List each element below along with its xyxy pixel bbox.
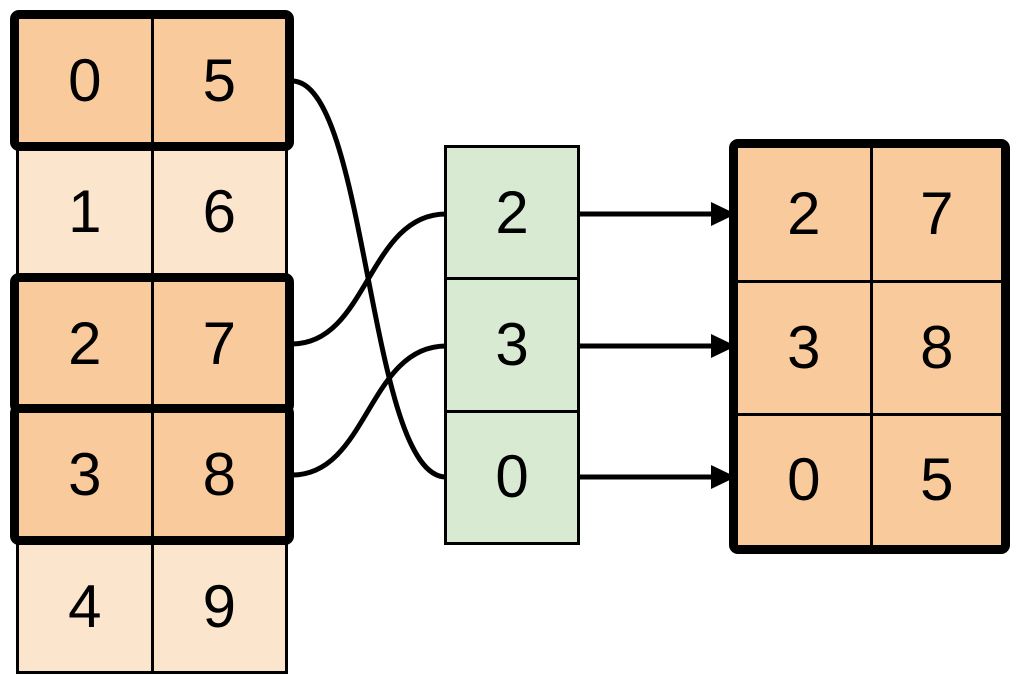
curve-source-row2-to-index-2 — [291, 211, 447, 347]
index-table: 2 3 0 — [444, 145, 580, 545]
source-cell: 5 — [150, 19, 286, 142]
source-row-0-5: 0 5 — [10, 10, 294, 151]
arrow-index2-to-result-row0 — [578, 202, 736, 226]
result-table: 2 7 3 8 0 5 — [729, 139, 1010, 554]
result-cell: 2 — [787, 180, 821, 248]
index-cell: 0 — [447, 409, 577, 542]
source-cell: 1 — [68, 178, 102, 245]
source-cell: 2 — [68, 309, 102, 377]
curve-source-row0-to-index-0 — [291, 78, 447, 480]
source-cell: 3 — [68, 440, 102, 508]
source-row-4-9: 4 9 — [16, 540, 288, 674]
source-cell: 7 — [150, 282, 286, 405]
curve-source-row3-to-index-3 — [291, 343, 447, 478]
result-cell: 5 — [869, 412, 1001, 545]
arrow-index0-to-result-row2 — [578, 465, 736, 489]
source-row-2-7: 2 7 — [10, 273, 294, 414]
result-cell: 0 — [738, 412, 870, 545]
index-cell: 3 — [447, 277, 577, 409]
source-row-3-8: 3 8 — [10, 404, 294, 545]
source-cell: 4 — [68, 573, 102, 640]
index-cell: 2 — [495, 178, 529, 246]
source-cell: 6 — [150, 148, 286, 276]
source-cell: 8 — [150, 413, 286, 536]
source-cell: 9 — [150, 543, 286, 671]
source-row-1-6: 1 6 — [16, 145, 288, 279]
result-cell: 3 — [738, 280, 870, 412]
result-cell: 8 — [869, 280, 1001, 413]
result-cell: 7 — [869, 148, 1002, 281]
arrow-index3-to-result-row1 — [578, 334, 736, 358]
source-cell: 0 — [68, 46, 102, 114]
